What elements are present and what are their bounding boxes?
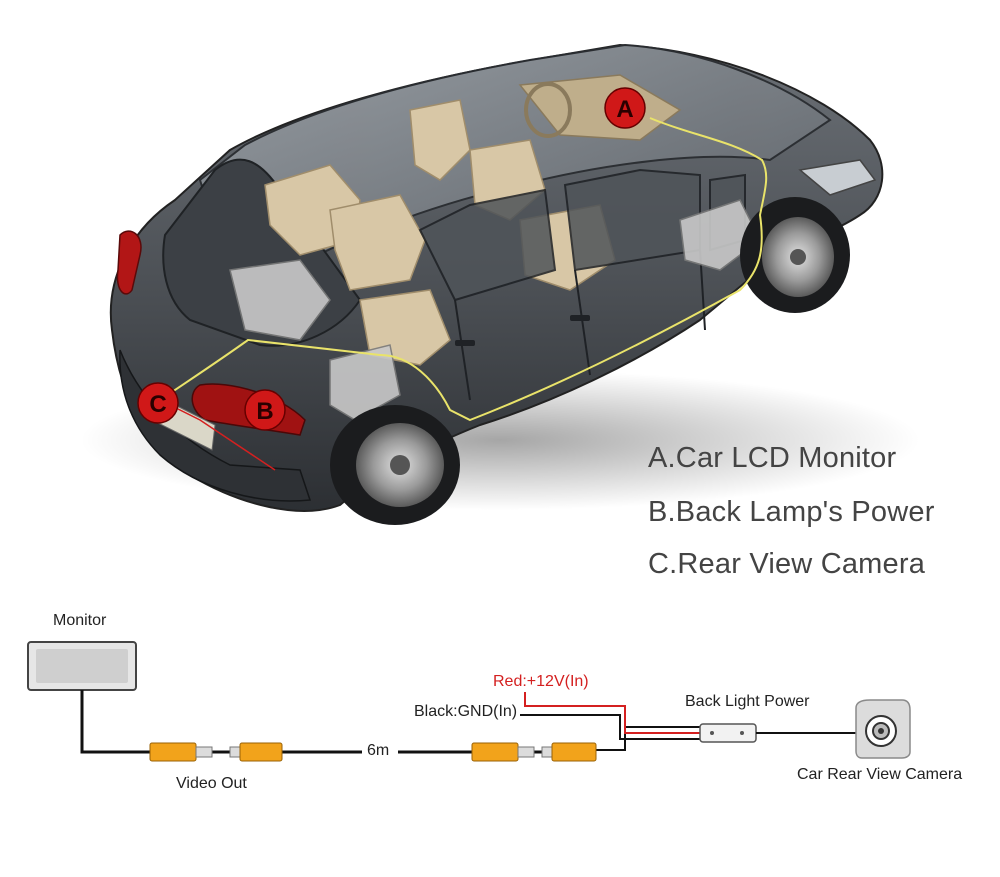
legend-back-lamp: B.Back Lamp's Power bbox=[648, 496, 935, 528]
harness-route bbox=[159, 117, 768, 422]
marker-a: A bbox=[604, 87, 646, 129]
back-light-connector bbox=[699, 723, 757, 743]
monitor-label: Monitor bbox=[53, 612, 107, 629]
front-wheel bbox=[740, 197, 850, 313]
legend-camera: C.Rear View Camera bbox=[648, 548, 926, 580]
marker-b-letter: B bbox=[256, 398, 273, 425]
camera-label: Car Rear View Camera bbox=[797, 766, 963, 783]
dashboard bbox=[518, 74, 682, 141]
camera-icon bbox=[855, 699, 911, 759]
tail-lamp-left bbox=[116, 230, 142, 295]
black-wire-label: Black:GND(In) bbox=[414, 703, 518, 720]
steering-wheel bbox=[524, 82, 572, 138]
rca-connector-4 bbox=[541, 742, 597, 762]
back-light-label: Back Light Power bbox=[685, 693, 810, 710]
door-handle-rear bbox=[455, 340, 475, 346]
marker-c-letter: C bbox=[149, 391, 166, 418]
door-handle-front bbox=[570, 315, 590, 321]
marker-a-letter: A bbox=[616, 96, 633, 123]
video-out-label: Video Out bbox=[176, 775, 247, 792]
rca-connector-1 bbox=[149, 742, 213, 762]
rca-connector-3 bbox=[471, 742, 535, 762]
headlight bbox=[798, 159, 877, 196]
length-label: 6m bbox=[367, 742, 390, 759]
side-windows bbox=[418, 168, 746, 302]
video-cable bbox=[80, 690, 150, 754]
wiring-diagram bbox=[27, 641, 911, 762]
monitor-icon bbox=[27, 641, 137, 691]
mechanical-parts bbox=[229, 199, 761, 421]
red-wire bbox=[524, 692, 700, 734]
red-wire-label: Red:+12V(In) bbox=[493, 673, 589, 690]
legend-monitor: A.Car LCD Monitor bbox=[648, 442, 897, 474]
marker-c: C bbox=[137, 382, 179, 424]
rear-wheel bbox=[330, 405, 460, 525]
car-illustration: A B C bbox=[80, 43, 920, 525]
black-wire bbox=[520, 714, 700, 740]
rca-connector-2 bbox=[229, 742, 283, 762]
marker-b: B bbox=[244, 389, 286, 431]
lamp-power-route bbox=[169, 404, 276, 471]
